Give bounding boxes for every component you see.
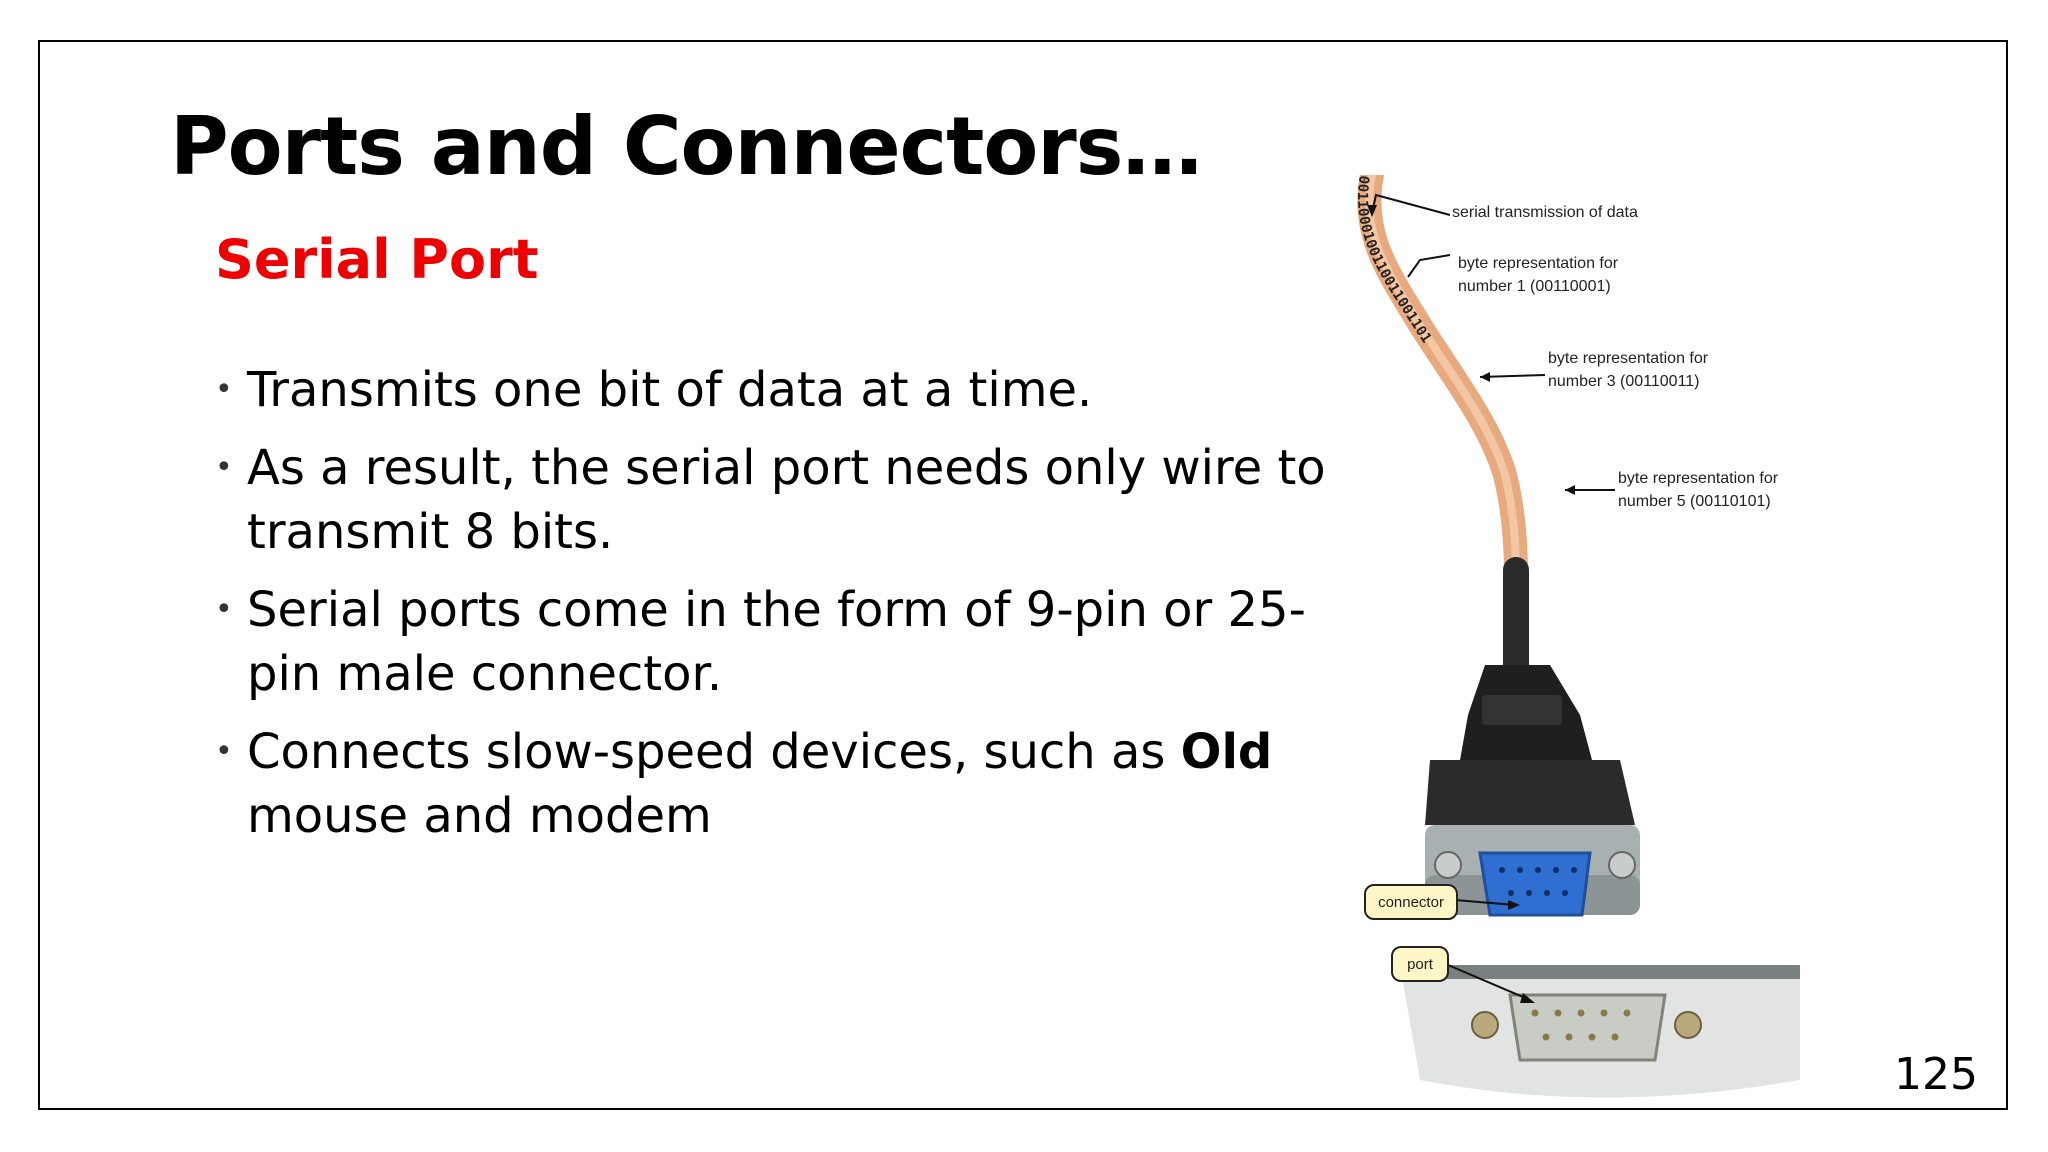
port-standoff bbox=[1471, 1011, 1499, 1039]
label-byte1-line2: number 1 (00110001) bbox=[1458, 278, 1611, 295]
page-number: 125 bbox=[1894, 1049, 1978, 1100]
bullet-dot-icon: • bbox=[215, 592, 233, 627]
arrow-heads bbox=[1367, 205, 1575, 1003]
port-pins bbox=[1531, 1009, 1631, 1041]
connector-body bbox=[1425, 760, 1635, 825]
slide-title: Ports and Connectors… bbox=[170, 100, 1202, 193]
port-callout bbox=[1391, 946, 1449, 982]
cable-core bbox=[1357, 175, 1528, 587]
label-connector: connector bbox=[1378, 894, 1444, 911]
slide-frame bbox=[38, 40, 2008, 1110]
section-heading: Serial Port bbox=[215, 228, 539, 291]
label-serial-transmission: serial transmission of data bbox=[1452, 204, 1638, 221]
label-byte3-line1: byte representation for bbox=[1548, 350, 1709, 367]
bullet-text: As a result, the serial port needs only … bbox=[247, 440, 1326, 560]
bullet-text: mouse and modem bbox=[247, 788, 712, 844]
bullet-list: • Transmits one bit of data at a time. •… bbox=[215, 358, 1335, 862]
port-standoff bbox=[1674, 1011, 1702, 1039]
bullet-text: Transmits one bit of data at a time. bbox=[247, 362, 1093, 418]
connector-grip bbox=[1482, 695, 1562, 725]
port-panel-edge bbox=[1400, 965, 1800, 979]
serial-cable-illustration: 0011000100110011001101 seria bbox=[1354, 175, 1800, 1098]
bullet-item: • As a result, the serial port needs onl… bbox=[215, 436, 1335, 564]
label-byte1-line1: byte representation for bbox=[1458, 255, 1619, 272]
bullet-text: Serial ports come in the form of 9-pin o… bbox=[247, 582, 1306, 702]
port-shell bbox=[1508, 993, 1667, 1062]
thumb-screw bbox=[1434, 851, 1462, 879]
label-byte5-line1: byte representation for bbox=[1618, 470, 1779, 487]
connector-insert bbox=[1478, 851, 1592, 917]
bullet-bold-text: Old bbox=[1180, 724, 1273, 780]
bullet-item: • Connects slow-speed devices, such as O… bbox=[215, 720, 1335, 848]
thumb-screw bbox=[1608, 851, 1636, 879]
bullet-dot-icon: • bbox=[215, 372, 233, 407]
label-byte3-line2: number 3 (00110011) bbox=[1548, 373, 1700, 390]
connector-callout bbox=[1364, 884, 1458, 920]
connector-pins bbox=[1499, 867, 1577, 896]
label-byte5-line2: number 5 (00110101) bbox=[1618, 493, 1771, 510]
bullet-item: • Transmits one bit of data at a time. bbox=[215, 358, 1335, 422]
bullet-item: • Serial ports come in the form of 9-pin… bbox=[215, 578, 1335, 706]
bullet-text: Connects slow-speed devices, such as bbox=[247, 724, 1181, 780]
bullet-dot-icon: • bbox=[215, 734, 233, 769]
bullet-dot-icon: • bbox=[215, 450, 233, 485]
label-port: port bbox=[1407, 956, 1434, 973]
cable-core-highlight bbox=[1365, 175, 1520, 579]
